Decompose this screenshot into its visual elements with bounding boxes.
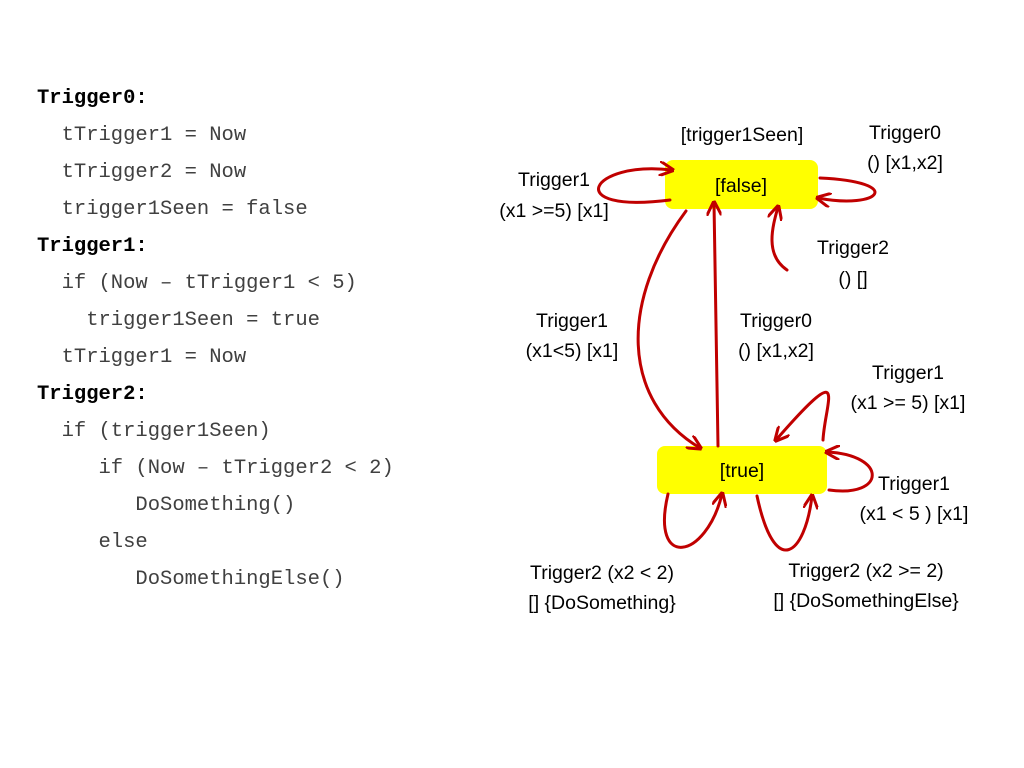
arrow-false-to-true [636, 209, 700, 448]
state-false-label: [false] [715, 175, 767, 197]
code-line: DoSomethingElse() [37, 568, 345, 591]
label-false-self-trigger2-line1: Trigger2 [817, 237, 889, 259]
code-line: tTrigger2 = Now [37, 161, 247, 184]
state-true-label: [true] [720, 460, 764, 482]
code-line: trigger1Seen = false [37, 198, 308, 221]
code-line: Trigger0: [37, 87, 148, 110]
label-true-to-false-line1: Trigger0 [740, 310, 812, 332]
label-trigger1seen: [trigger1Seen] [681, 124, 804, 146]
label-true-to-false-line2: () [x1,x2] [738, 340, 814, 362]
code-line: else [37, 531, 148, 554]
label-true-self-trigger1-ge5-line1: Trigger1 [872, 362, 944, 384]
code-line: DoSomething() [37, 494, 296, 517]
arrow-true-self-trigger1-ge5 [776, 390, 831, 440]
label-false-to-true-line1: Trigger1 [536, 310, 608, 332]
arrow-false-self-trigger2 [772, 207, 789, 272]
label-false-to-true-line2: (x1<5) [x1] [526, 340, 619, 362]
code-line: Trigger1: [37, 235, 148, 258]
code-line: if (Now – tTrigger1 < 5) [37, 272, 357, 295]
code-line: tTrigger1 = Now [37, 124, 247, 147]
label-true-self-trigger1-lt5-line2: (x1 < 5 ) [x1] [860, 503, 969, 525]
arrow-false-self-trigger0 [818, 176, 877, 201]
label-true-self-trigger2-ge2-line1: Trigger2 (x2 >= 2) [788, 560, 943, 582]
arrow-false-self-trigger1 [597, 169, 672, 204]
label-false-self-trigger0-line1: Trigger0 [869, 122, 941, 144]
arrow-true-self-trigger1-lt5 [827, 452, 874, 493]
arrow-true-to-false [714, 203, 718, 448]
code-line: if (Now – tTrigger2 < 2) [37, 457, 394, 480]
label-true-self-trigger1-lt5-line1: Trigger1 [878, 473, 950, 495]
label-true-self-trigger2-ge2-line2: [] {DoSomethingElse} [773, 590, 959, 612]
code-line: Trigger2: [37, 383, 148, 406]
label-false-self-trigger0-line2: () [x1,x2] [867, 152, 943, 174]
label-true-self-trigger1-ge5-line2: (x1 >= 5) [x1] [851, 392, 966, 414]
label-false-self-trigger2-line2: () [] [838, 268, 867, 290]
code-line: if (trigger1Seen) [37, 420, 271, 443]
code-line: trigger1Seen = true [37, 309, 320, 332]
state-false-box [665, 160, 818, 209]
label-true-self-trigger2-lt2-line1: Trigger2 (x2 < 2) [530, 562, 674, 584]
code-line: tTrigger1 = Now [37, 346, 247, 369]
label-false-self-trigger1-line1: Trigger1 [518, 169, 590, 191]
arrow-true-self-trigger2-lt2 [662, 494, 722, 549]
label-true-self-trigger2-lt2-line2: [] {DoSomething} [528, 592, 676, 614]
arrow-true-self-trigger2-ge2 [755, 496, 812, 552]
label-false-self-trigger1-line2: (x1 >=5) [x1] [499, 200, 608, 222]
state-true-box [657, 446, 827, 494]
